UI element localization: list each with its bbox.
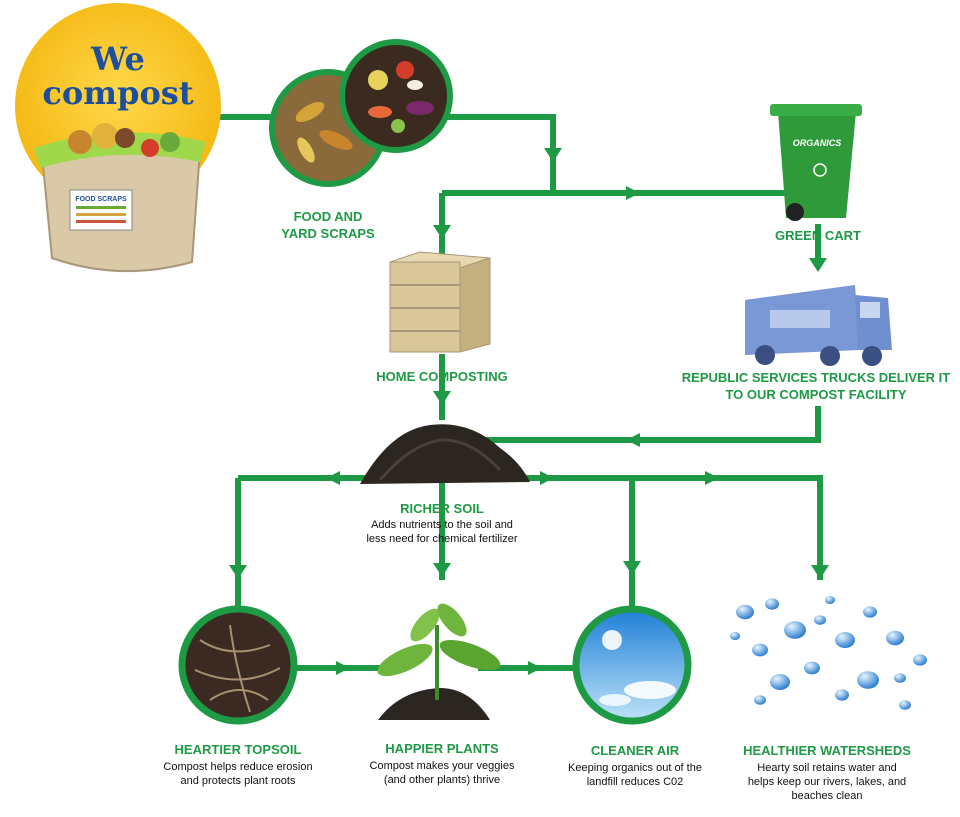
- arrow-right-icon: [540, 471, 554, 485]
- water-drop: [857, 671, 879, 689]
- water-drop: [784, 621, 806, 639]
- badge-title-line1: We: [91, 40, 145, 78]
- arrow-right-icon: [705, 471, 719, 485]
- arrow-left-icon: [626, 433, 640, 447]
- water-drop: [835, 689, 849, 701]
- water-drop: [825, 596, 835, 604]
- water-drop: [835, 632, 855, 648]
- sky-icon: [572, 605, 692, 725]
- water-drop: [886, 630, 904, 646]
- arrow-right-icon: [528, 661, 542, 675]
- richer-soil-label: RICHER SOIL: [400, 501, 484, 516]
- arrow-down-icon: [433, 563, 451, 577]
- arrow-down-icon: [229, 565, 247, 579]
- cart-label: ORGANICS: [793, 138, 842, 148]
- water-drop: [913, 654, 927, 666]
- arrow-right-icon: [336, 661, 350, 675]
- arrow-right-icon: [626, 186, 640, 200]
- heartier-topsoil-label: HEARTIER TOPSOIL: [174, 742, 302, 757]
- seedling-icon: [377, 603, 501, 720]
- water-drop: [730, 632, 740, 640]
- food-yard-scraps-label: FOOD AND YARD SCRAPS: [281, 209, 375, 241]
- water-drop: [894, 673, 906, 683]
- arrow-left-icon: [326, 471, 340, 485]
- arrow-down-icon: [433, 391, 451, 405]
- arrow-down-icon: [433, 225, 451, 239]
- arrow-down-icon: [811, 565, 829, 579]
- happier-plants-label: HAPPIER PLANTS: [385, 741, 499, 756]
- trucks-label: REPUBLIC SERVICES TRUCKS DELIVER IT TO O…: [681, 370, 951, 402]
- green-cart-label: GREEN CART: [775, 228, 861, 243]
- water-drop: [863, 606, 877, 618]
- water-drop: [899, 700, 911, 710]
- healthier-watersheds-description: Hearty soil retains water and helps keep…: [747, 762, 907, 802]
- flow-arrowheads: [229, 148, 829, 675]
- home-composting-label: HOME COMPOSTING: [376, 369, 508, 384]
- heartier-topsoil-description: Compost helps reduce erosion and protect…: [163, 761, 313, 787]
- cleaner-air-label: CLEANER AIR: [590, 743, 680, 758]
- richer-soil-description: Adds nutrients to the soil and less need…: [366, 519, 518, 545]
- compost-bin-icon: FOOD SCRAPS: [34, 123, 206, 273]
- healthier-watersheds-label: HEALTHIER WATERSHEDS: [743, 743, 911, 758]
- roots-icon: [178, 605, 298, 725]
- water-drop: [754, 695, 766, 705]
- happier-plants-description: Compost makes your veggies (and other pl…: [369, 760, 515, 786]
- garbage-truck-icon: [745, 285, 892, 366]
- arrow-down-icon: [809, 258, 827, 272]
- arrow-down-icon: [544, 148, 562, 162]
- water-drop: [814, 615, 826, 625]
- water-drop: [736, 604, 754, 620]
- organics-cart-icon: ORGANICS: [770, 104, 862, 221]
- water-drop: [770, 674, 790, 690]
- compost-crate-icon: [389, 251, 491, 353]
- cleaner-air-description: Keeping organics out of the landfill red…: [568, 762, 702, 788]
- water-drop: [752, 643, 768, 657]
- badge-title-line2: compost: [42, 74, 194, 112]
- bin-label: FOOD SCRAPS: [75, 196, 127, 203]
- soil-pile-icon: [360, 424, 530, 484]
- arrow-down-icon: [623, 561, 641, 575]
- water-drop: [804, 661, 820, 675]
- food-scraps-image: [339, 39, 453, 153]
- water-drop: [765, 598, 779, 610]
- water-drops: [730, 596, 927, 710]
